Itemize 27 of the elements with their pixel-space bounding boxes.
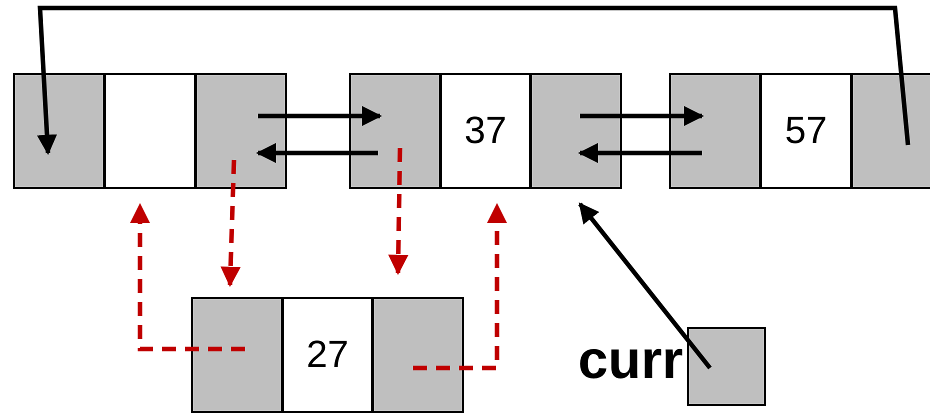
pointer-cell <box>851 73 930 189</box>
pointer-cell <box>372 297 464 413</box>
pointer-cell <box>104 73 196 189</box>
pointer-cell <box>191 297 283 413</box>
pointer-cell <box>349 73 441 189</box>
pointer-cell <box>669 73 761 189</box>
arrow <box>578 202 712 370</box>
pointer-cell <box>13 73 105 189</box>
arrow <box>258 106 382 126</box>
arrow <box>36 6 910 156</box>
pointer-cell <box>530 73 622 189</box>
arrow <box>256 142 378 164</box>
arrow <box>578 142 702 164</box>
cell-value: 37 <box>464 110 507 152</box>
pointer-cell <box>687 327 766 406</box>
pointer-cell <box>195 73 287 189</box>
arrow <box>413 202 508 370</box>
arrow <box>580 106 704 126</box>
cell-value: 57 <box>784 110 828 152</box>
arrow <box>220 160 241 288</box>
variable-name: curr <box>578 329 683 391</box>
arrow <box>130 202 245 352</box>
data-cell <box>440 73 531 189</box>
data-cell <box>760 73 852 189</box>
cell-value: 27 <box>306 334 349 376</box>
data-cell <box>282 297 373 413</box>
arrow <box>388 148 408 276</box>
